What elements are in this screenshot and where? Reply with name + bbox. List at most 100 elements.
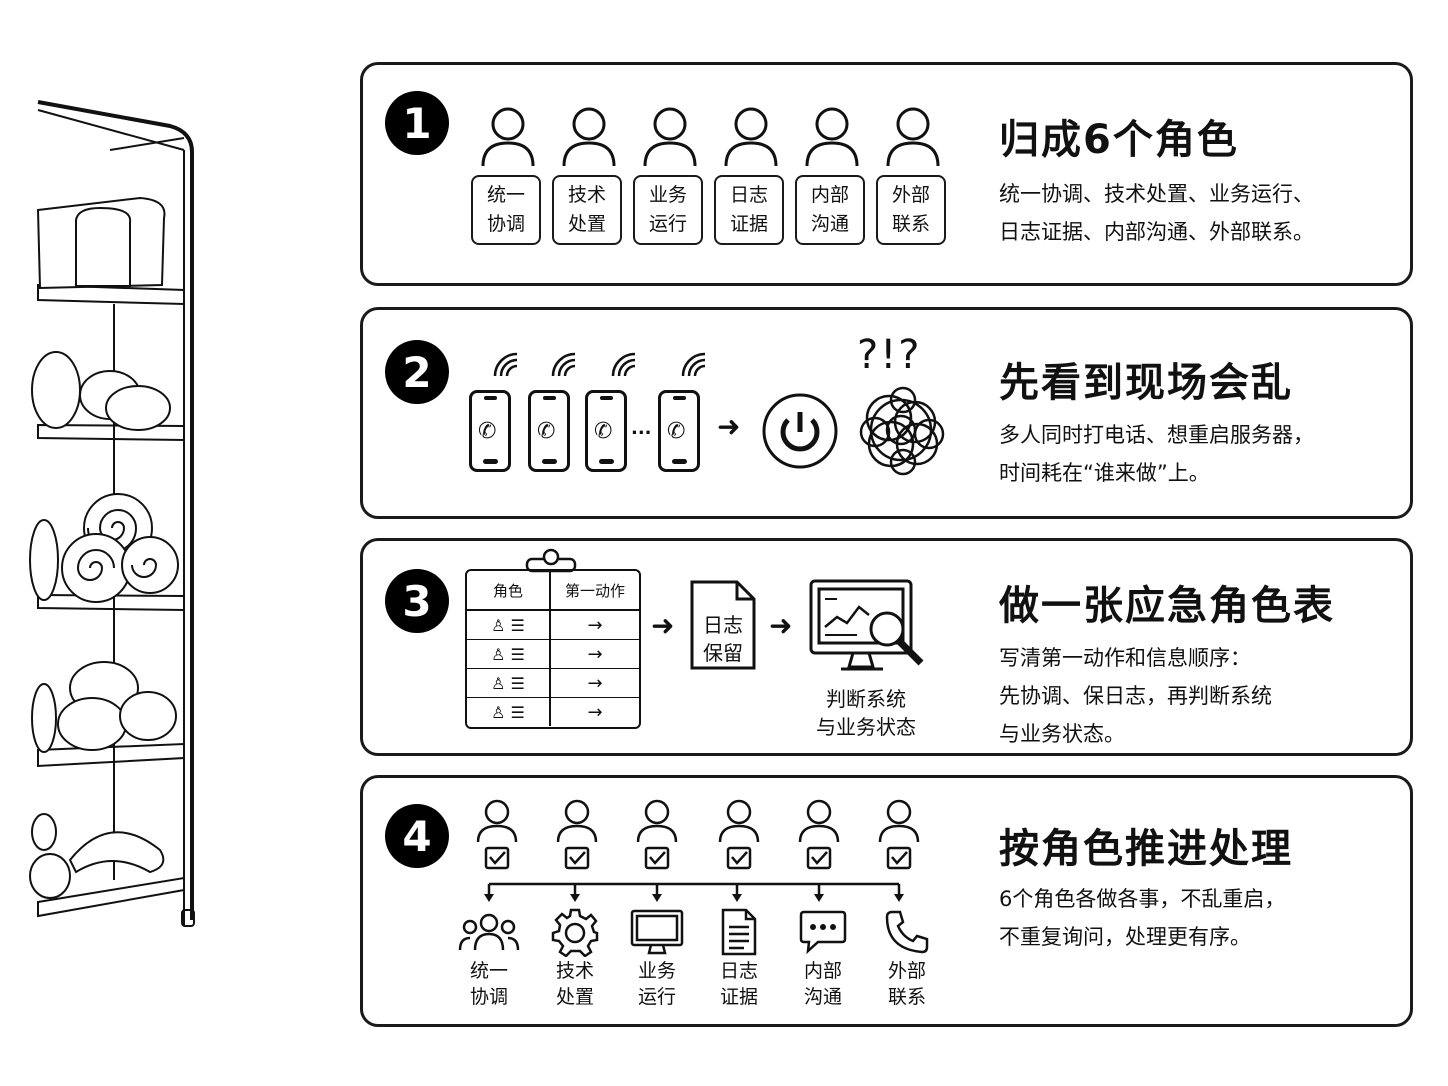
role-card: 技术处置 (552, 105, 626, 245)
role-label: 业务运行 (621, 958, 693, 1010)
role-label-line2: 证据 (719, 986, 758, 1008)
role-label-box: 业务运行 (633, 175, 703, 245)
role-label-line1: 业务 (637, 960, 676, 982)
monitor-magnifier-icon (809, 579, 924, 671)
role-card: 统一协调 (471, 105, 545, 245)
person-checked-icon (878, 799, 920, 870)
step-3-panel: 3 角色 第一动作 ♙ ☰ → ♙ ☰ → ♙ ☰ → ♙ ☰ → ➜ 日志 保… (360, 538, 1413, 756)
distribution-line (484, 882, 904, 902)
document-label-line2: 保留 (703, 641, 743, 665)
phone-call-icon: ✆ (667, 419, 686, 444)
role-label: 外部联系 (871, 958, 943, 1010)
role-label-line2: 协调 (486, 213, 525, 235)
person-list-icon: ♙ ☰ (467, 669, 551, 697)
person-icon (805, 107, 859, 167)
power-button-icon (762, 393, 838, 469)
smartphone-icon: ✆ (469, 390, 511, 472)
signal-waves-icon (611, 352, 636, 377)
table-row: ♙ ☰ → (467, 669, 639, 698)
role-label: 技术处置 (539, 958, 611, 1010)
signal-waves-icon (551, 352, 576, 377)
role-label-line2: 沟通 (803, 986, 842, 1008)
table-header: 角色 第一动作 (467, 571, 639, 611)
row-arrow: → (587, 672, 603, 694)
role-label-line1: 内部 (803, 960, 842, 982)
role-label: 统一协调 (453, 958, 525, 1010)
step-title: 先看到现场会乱 (999, 360, 1293, 406)
role-label-line1: 技术 (555, 960, 594, 982)
role-label-line1: 内部 (810, 184, 849, 206)
row-arrow: → (587, 643, 603, 665)
role-label: 内部沟通 (787, 958, 859, 1010)
smartphone-icon: ✆ (658, 390, 700, 472)
step-2-panel: 2 ✆ ✆ ✆ ... ✆ ➜ ?!? 先看到现场会乱 多人同时打电话、想重启服… (360, 307, 1413, 519)
monitor-label: 判断系统 与业务状态 (803, 685, 929, 741)
person-icon (643, 107, 697, 167)
role-label-line2: 沟通 (810, 213, 849, 235)
chat-bubble-icon (787, 904, 859, 960)
step-1-panel: 1 统一协调 技术处置 业务运行 日志证据 内部沟通 外部联系 归成6个角色 统… (360, 62, 1413, 286)
person-checked-icon (636, 799, 678, 870)
person-list-icon: ♙ ☰ (467, 640, 551, 668)
document-label-line1: 日志 (703, 613, 743, 637)
description-line: 多人同时打电话、想重启服务器， (999, 423, 1314, 447)
role-label-line1: 日志 (719, 960, 758, 982)
step-number-badge: 2 (385, 340, 449, 404)
phone-call-icon: ✆ (594, 419, 613, 444)
role-label-line2: 处置 (555, 986, 594, 1008)
step-number-badge: 4 (385, 804, 449, 868)
person-icon (481, 107, 535, 167)
description-line: 时间耗在“谁来做”上。 (999, 461, 1210, 485)
step-4-panel: 4 统一协调 技术处置 业务运行 日志证 (360, 775, 1413, 1027)
step-description: 6个角色各做各事，不乱重启， 不重复询问，处理更有序。 (999, 880, 1285, 956)
row-arrow: → (587, 701, 603, 723)
row-arrow: → (587, 614, 603, 636)
signal-waves-icon (493, 352, 518, 377)
signal-waves-icon (681, 352, 706, 377)
role-label-box: 统一协调 (471, 175, 541, 245)
role-card: 内部沟通 (795, 105, 869, 245)
description-line: 不重复询问，处理更有序。 (999, 925, 1251, 949)
role-label-box: 外部联系 (876, 175, 946, 245)
table-row: ♙ ☰ → (467, 640, 639, 669)
phone-icon (871, 904, 943, 960)
step-description: 写清第一动作和信息顺序： 先协调、保日志，再判断系统 与业务状态。 (999, 639, 1272, 753)
person-icon (562, 107, 616, 167)
description-line: 与业务状态。 (999, 722, 1125, 746)
person-checked-icon (556, 799, 598, 870)
monitor-label-line1: 判断系统 (826, 687, 906, 711)
smartphone-icon: ✆ (585, 390, 627, 472)
table-row: ♙ ☰ → (467, 611, 639, 640)
role-label-line2: 协调 (469, 986, 508, 1008)
step-description: 统一协调、技术处置、业务运行、 日志证据、内部沟通、外部联系。 (999, 175, 1314, 251)
arrow-right-icon: ➜ (651, 609, 675, 642)
role-label-line1: 技术 (567, 184, 606, 206)
column-header-first-action: 第一动作 (564, 581, 625, 600)
role-label-line2: 运行 (637, 986, 676, 1008)
role-card: 外部联系 (876, 105, 950, 245)
description-line: 日志证据、内部沟通、外部联系。 (999, 220, 1314, 244)
step-title: 做一张应急角色表 (999, 583, 1335, 629)
group-icon (453, 904, 525, 960)
role-card: 日志证据 (714, 105, 788, 245)
person-list-icon: ♙ ☰ (467, 611, 551, 639)
role-label-line2: 运行 (648, 213, 687, 235)
phone-call-icon: ✆ (478, 419, 497, 444)
role-label-line1: 业务 (648, 184, 687, 206)
role-label-box: 日志证据 (714, 175, 784, 245)
role-label-box: 内部沟通 (795, 175, 865, 245)
role-label-box: 技术处置 (552, 175, 622, 245)
description-line: 统一协调、技术处置、业务运行、 (999, 182, 1314, 206)
document-icon (703, 904, 775, 960)
document-label: 日志 保留 (689, 611, 757, 667)
gear-icon (539, 904, 611, 960)
arrow-right-icon: ➜ (717, 410, 741, 443)
person-checked-icon (798, 799, 840, 870)
bread-shelf-illustration (29, 100, 195, 927)
smartphone-icon: ✆ (528, 390, 570, 472)
role-label-line2: 证据 (729, 213, 768, 235)
role-label-line1: 外部 (891, 184, 930, 206)
step-title: 按角色推进处理 (999, 826, 1293, 872)
person-checked-icon (476, 799, 518, 870)
description-line: 先协调、保日志，再判断系统 (999, 684, 1272, 708)
